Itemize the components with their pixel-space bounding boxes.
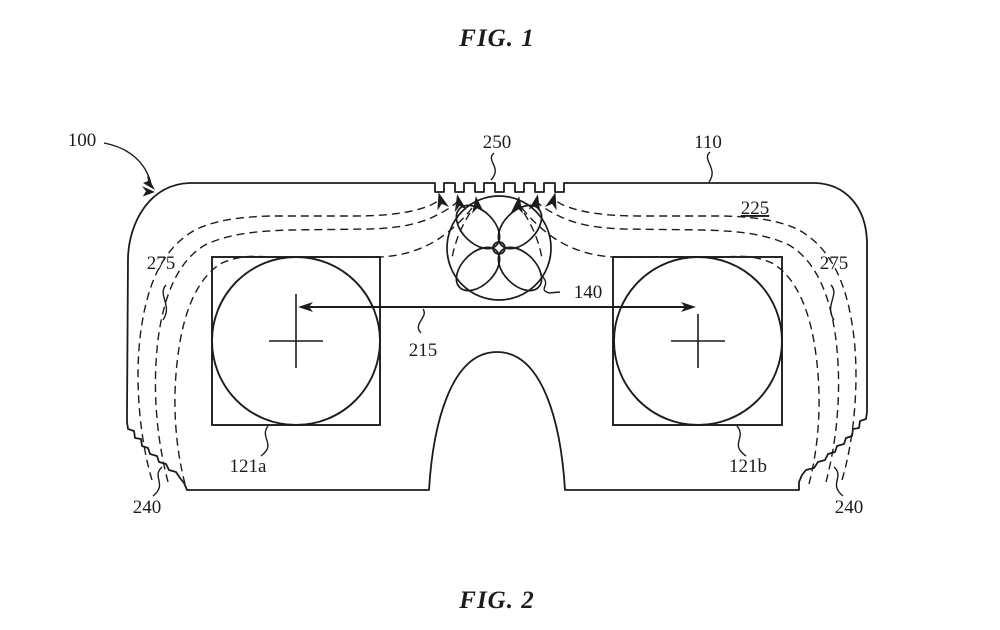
leader-100-arrowhead-icon (143, 175, 155, 190)
fan-housing-circle (446, 195, 552, 301)
flow-line-left-inner (174, 207, 473, 485)
leader-250 (490, 152, 496, 181)
label-121b: 121b (729, 456, 767, 477)
label-225: 225 (741, 198, 770, 219)
left-lens-crosshair (269, 294, 323, 368)
leader-121b (736, 425, 747, 457)
leader-240-left (152, 466, 163, 497)
fan-hub (492, 241, 506, 255)
fan-icon (446, 195, 552, 301)
label-240-left: 240 (133, 497, 162, 518)
left-lens-circle (211, 256, 381, 426)
leader-140 (541, 275, 561, 294)
leader-215 (417, 308, 425, 334)
right-lens-crosshair (671, 314, 725, 368)
vent-arrow-icon (528, 194, 541, 213)
vent-arrow-icon (545, 192, 557, 211)
vent-arrow-icon (437, 192, 449, 211)
label-121a: 121a (230, 456, 268, 477)
flow-line-fan-right (523, 212, 543, 259)
label-240-right: 240 (835, 497, 864, 518)
ipd-dimension-arrow (298, 302, 696, 312)
right-lens-module (612, 256, 783, 426)
flow-line-left-outer (137, 198, 441, 481)
label-100: 100 (68, 130, 97, 151)
arrowhead-right-icon (681, 302, 696, 312)
vent-flow-arrows (437, 192, 557, 214)
fan-blade (497, 246, 543, 292)
leader-240-right (833, 466, 844, 497)
headset-outline (126, 182, 868, 491)
label-275-right: 275 (820, 253, 849, 274)
leader-lines (103, 142, 844, 497)
right-lens-circle (613, 256, 783, 426)
flow-line-right-middle (536, 201, 840, 483)
fan-blade (455, 246, 501, 292)
leader-121a (260, 425, 269, 457)
label-250: 250 (483, 132, 512, 153)
fan-blade (455, 204, 501, 250)
flow-line-right-inner (521, 207, 820, 485)
leader-275-right (829, 284, 835, 321)
airflow-lines-right (521, 198, 857, 485)
leader-100-arrowhead2-icon (141, 186, 155, 197)
label-215: 215 (409, 340, 438, 361)
figure-2-title: FIG. 2 (458, 587, 534, 614)
flow-line-left-middle (154, 201, 458, 483)
left-lens-module (211, 256, 381, 426)
airflow-lines-left (137, 198, 473, 485)
label-110: 110 (694, 132, 722, 153)
leader-100 (103, 142, 152, 185)
fan-blade (497, 204, 543, 250)
flow-line-right-outer (553, 198, 857, 481)
leader-110 (706, 151, 713, 183)
label-275-left: 275 (147, 253, 176, 274)
vent-arrow-icon (454, 194, 467, 213)
arrowhead-left-icon (298, 302, 313, 312)
leader-275-left (162, 284, 168, 321)
label-140: 140 (574, 282, 603, 303)
figure-1-title: FIG. 1 (458, 25, 534, 52)
flow-line-fan-left (451, 212, 471, 259)
